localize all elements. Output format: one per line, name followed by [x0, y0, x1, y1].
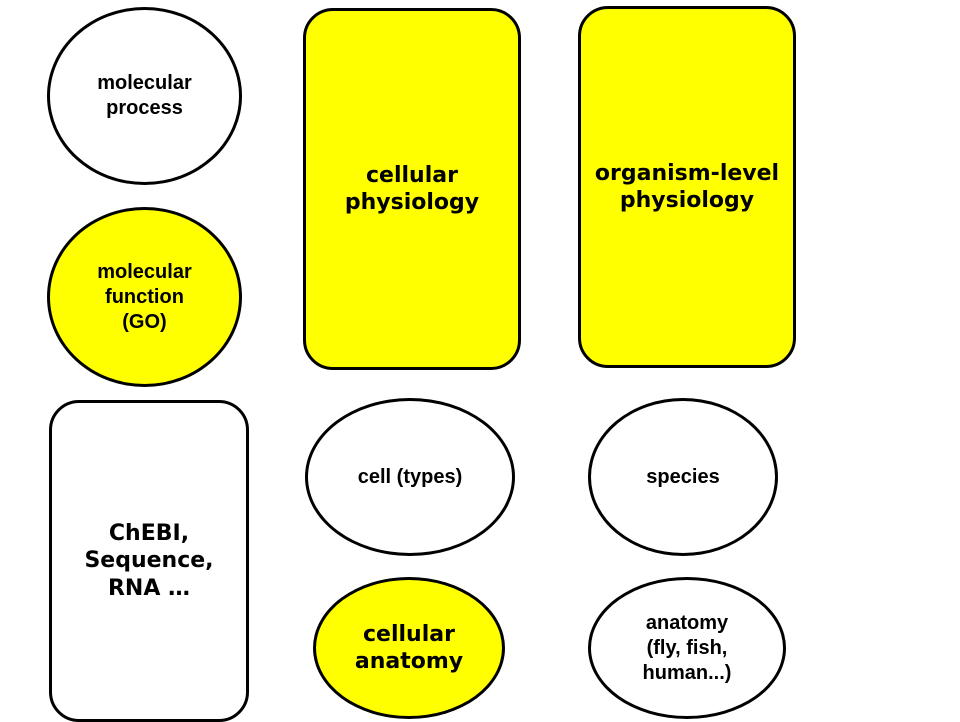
cellular-anatomy-node: cellular anatomy [313, 577, 505, 719]
molecular-function-node: molecular function (GO) [47, 207, 242, 387]
anatomy-species-node: anatomy (fly, fish, human...) [588, 577, 786, 719]
organism-level-physiology-node: organism-level physiology [578, 6, 796, 368]
molecular-process-node: molecular process [47, 7, 242, 185]
cellular-physiology-node: cellular physiology [303, 8, 521, 370]
chebi-sequence-rna-node: ChEBI, Sequence, RNA … [49, 400, 249, 722]
cell-types-node: cell (types) [305, 398, 515, 556]
species-node: species [588, 398, 778, 556]
